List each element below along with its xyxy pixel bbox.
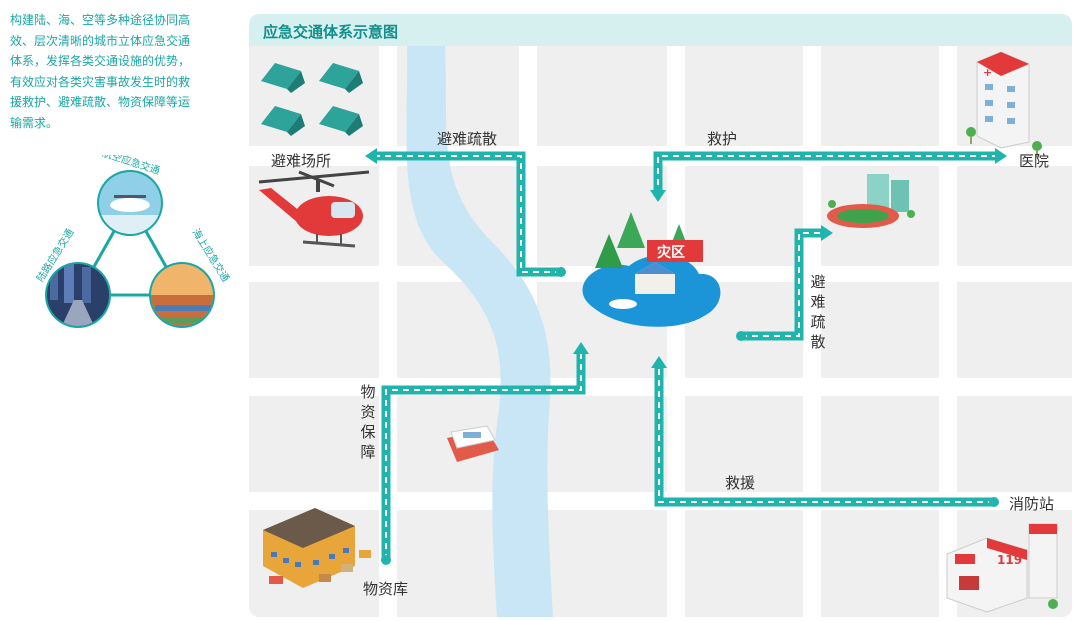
air-circle [97, 170, 163, 236]
disaster-island-icon: 灾区 [582, 212, 721, 327]
svg-text:+: + [983, 66, 992, 79]
map-title: 应急交通体系示意图 [263, 23, 399, 41]
routes [365, 148, 1007, 565]
label-route-supply: 物资保障 [360, 383, 376, 461]
triad-diagram: 航空应急交通 陆路应急交通 海上应急交通 [34, 155, 232, 328]
disaster-zone-label: 灾区 [657, 244, 685, 261]
label-route-rescue: 救援 [725, 474, 756, 492]
hospital-icon: + [966, 51, 1042, 158]
tent-icon [261, 63, 363, 136]
route-evacuate-right [736, 225, 833, 341]
route-evacuate-left [369, 151, 566, 277]
river [406, 46, 553, 617]
land-circle [45, 262, 111, 328]
route-arrowhead-shelter [365, 148, 377, 164]
intro-text: 构建陆、海、空等多种途径协同高 效、层次清晰的城市立体应急交通 体系，发挥各类交… [10, 13, 191, 130]
label-fire-station: 消防站 [1009, 495, 1055, 513]
map-canvas: + 灾区 [249, 46, 1072, 617]
label-route-evacuate-left: 避难疏散 [437, 130, 498, 148]
label-route-evacuate-right: 避难疏散 [810, 273, 826, 351]
route-supply [381, 342, 589, 565]
label-route-rescue-care: 救护 [707, 130, 738, 148]
fire-station-icon: 119 [946, 523, 1058, 613]
svg-text:119: 119 [997, 553, 1022, 567]
city-blocks [249, 46, 1072, 617]
route-rescue-care [650, 148, 1007, 202]
label-hospital: 医院 [1019, 152, 1050, 170]
label-supplies: 物资库 [363, 580, 409, 598]
triad-triangle [75, 199, 185, 297]
ship-icon [447, 425, 499, 462]
map-header: 应急交通体系示意图 [249, 14, 1072, 46]
warehouse-icon [263, 508, 371, 588]
map-panel: + 灾区 [249, 14, 1072, 617]
route-rescue [651, 356, 999, 507]
label-shelter: 避难场所 [271, 152, 332, 170]
helicopter-icon [258, 170, 370, 248]
school-icon [827, 174, 915, 228]
